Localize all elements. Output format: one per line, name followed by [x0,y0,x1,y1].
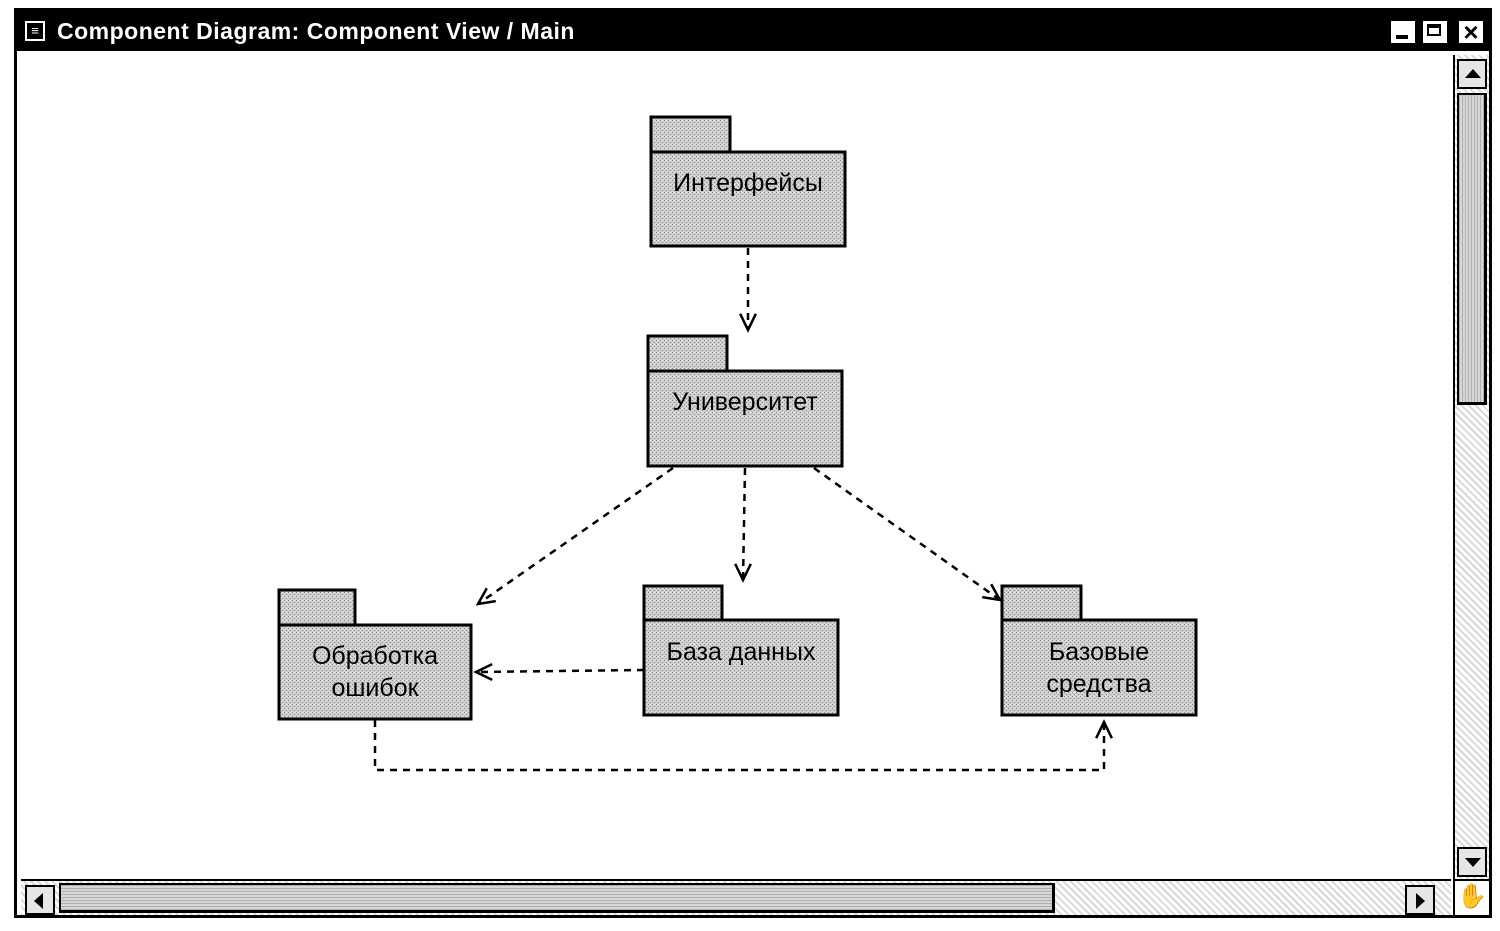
dependency-lines [373,248,1113,772]
vertical-scroll-thumb[interactable] [1457,93,1487,405]
minimize-button[interactable] [1389,19,1417,45]
diagram-icon: ≡ [25,21,45,41]
maximize-button[interactable] [1421,19,1449,45]
hand-pan-icon[interactable]: ✋ [1453,879,1489,915]
pkg-base-tools-label: Базовые [1049,638,1149,666]
arrowhead-icon [739,313,757,333]
pkg-error-handling-tab [277,588,357,628]
arrow-left-icon [34,893,43,909]
dependency-database-to-errors[interactable] [473,663,645,681]
arrowhead-icon [734,563,752,583]
arrowhead-icon [475,587,496,606]
pkg-university-tab [646,334,729,374]
vertical-scrollbar[interactable] [1453,55,1489,881]
pkg-interfaces-tab [649,115,732,155]
dependency-errors-to-base[interactable] [373,719,1113,772]
horizontal-scroll-thumb[interactable] [59,883,1055,913]
dependency-interfaces-to-university[interactable] [739,248,757,333]
pkg-base-tools-body [1000,618,1198,717]
arrowhead-icon [982,583,1003,602]
pkg-error-handling[interactable]: Обработка ошибок [277,588,473,721]
pkg-interfaces-label: Интерфейсы [673,169,823,197]
horizontal-scrollbar[interactable] [21,879,1451,915]
pkg-database-label: База данных [667,638,816,666]
pkg-error-handling-label: ошибок [331,674,419,702]
arrow-down-icon [1465,858,1481,867]
window-title: Component Diagram: Component View / Main [57,18,575,44]
pkg-database-tab [642,584,724,624]
scroll-right-button[interactable] [1405,885,1435,915]
pkg-error-handling-label: Обработка [312,642,438,670]
pkg-interfaces[interactable]: Интерфейсы [649,115,847,248]
pkg-university-label: Университет [672,388,818,416]
arrowhead-icon [473,663,493,681]
arrow-right-icon [1416,893,1425,909]
scroll-up-button[interactable] [1457,59,1487,89]
pkg-base-tools[interactable]: Базовые средства [1000,584,1198,717]
close-icon: × [1463,17,1479,47]
pkg-error-handling-body [277,623,473,721]
dependency-university-to-errors[interactable] [475,466,674,606]
title-bar[interactable]: ≡ Component Diagram: Component View / Ma… [17,11,1489,51]
close-button[interactable]: × [1457,17,1485,47]
pkg-database-body [642,618,840,717]
dependency-university-to-database[interactable] [734,467,752,583]
pkg-interfaces-body [649,150,847,248]
pkg-database[interactable]: База данных [642,584,840,717]
pkg-base-tools-tab [1000,584,1083,624]
arrow-up-icon [1465,69,1481,78]
pkg-university[interactable]: Университет [646,334,844,468]
pkg-base-tools-label: средства [1046,670,1151,698]
arrowhead-icon [1095,719,1113,739]
scroll-down-button[interactable] [1457,847,1487,877]
scroll-left-button[interactable] [25,885,55,915]
pkg-university-body [646,369,844,468]
dependency-university-to-base[interactable] [813,466,1003,602]
